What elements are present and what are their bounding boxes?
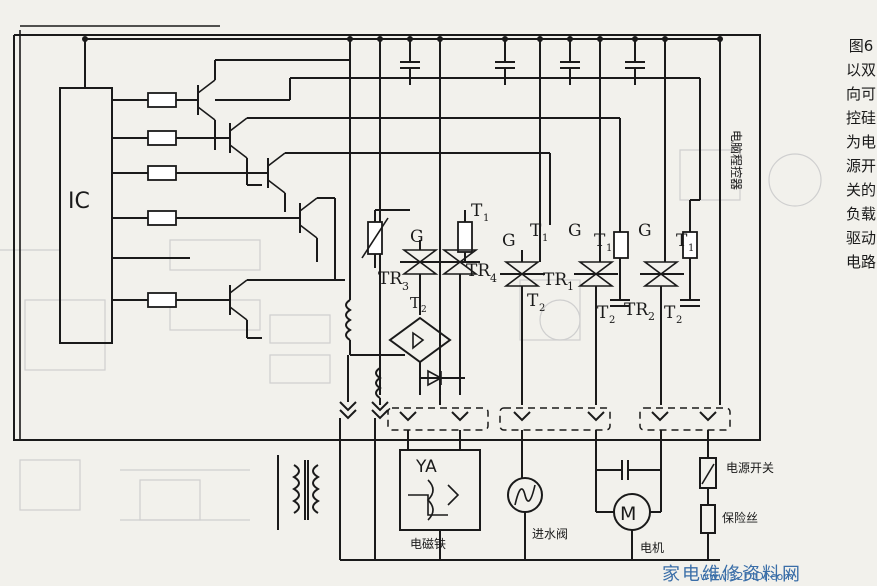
transistor-q4: [299, 197, 335, 262]
svg-text:1: 1: [606, 243, 612, 254]
ic-outputs: [112, 92, 300, 308]
solenoid-ya: YA 电磁铁: [399, 430, 481, 560]
svg-text:2: 2: [539, 303, 545, 314]
svg-text:3: 3: [402, 280, 409, 293]
svg-text:2: 2: [609, 315, 615, 326]
transistor-q3: [267, 152, 550, 212]
svg-text:1: 1: [688, 243, 694, 254]
tr2-label: TR: [624, 300, 649, 320]
component-labels: G T 1 TR 3 T 2 TR 4 G T 1 TR 1 T 2 G T 1…: [378, 201, 694, 326]
stage-rails: [439, 39, 721, 405]
t2-label-3: T: [597, 303, 609, 323]
triac-tr1-a: [500, 200, 551, 405]
svg-text:2: 2: [676, 315, 682, 326]
t2-label-1: T: [410, 294, 420, 312]
svg-text:1: 1: [542, 233, 548, 244]
motor: M 电机: [595, 430, 664, 560]
g-label-3: G: [568, 221, 582, 241]
svg-text:2: 2: [421, 305, 427, 315]
t1-label-2: T: [530, 221, 542, 241]
triac-tr3: [361, 209, 440, 315]
tr1-label-a: TR: [543, 270, 568, 290]
connector-row: [339, 355, 731, 431]
controller-frame: [13, 25, 761, 441]
power-switch-fuse: 电源开关 保险丝: [699, 430, 774, 560]
resistor: [147, 92, 177, 108]
svg-text:4: 4: [490, 272, 497, 285]
resistor: [147, 210, 177, 226]
g-label-4: G: [638, 221, 652, 241]
t2-label-4: T: [664, 303, 676, 323]
svg-text:1: 1: [483, 213, 489, 224]
svg-text:1: 1: [567, 280, 574, 293]
g-label-1: G: [410, 227, 424, 247]
g-label-2: G: [502, 231, 516, 251]
supply-rail: [82, 36, 723, 42]
t1-label-1: T: [471, 201, 483, 221]
ic-label: IC: [68, 189, 90, 214]
motor-symbol: M: [620, 503, 636, 525]
resistor: [147, 165, 177, 181]
motor-label: 电机: [640, 541, 664, 555]
resistor: [147, 292, 177, 308]
fuse-label: 保险丝: [722, 510, 758, 525]
t2-label-2: T: [527, 291, 539, 311]
watermark-brand: 家电维修资料网: [662, 564, 802, 585]
power-switch-label: 电源开关: [726, 461, 774, 475]
svg-text:电脑程控器: 电脑程控器: [729, 130, 744, 190]
tr4-label: TR: [466, 261, 491, 281]
transistor-q2: [229, 117, 620, 186]
relay-coil-1: [345, 299, 405, 405]
ic-chip: IC: [59, 39, 113, 344]
bridge-rectifier: [388, 316, 465, 395]
triac-tr1-b: [574, 200, 630, 405]
resistor: [147, 130, 177, 146]
figure-caption: 图6 以双向可控硅为电源开关的负载驱动电路: [846, 37, 877, 271]
svg-text:2: 2: [648, 310, 655, 323]
water-valve: 进水阀: [507, 430, 568, 560]
background-bleed: [0, 149, 822, 521]
t1-label-3: T: [594, 231, 606, 251]
transistor-q5: [229, 279, 345, 339]
control-lines: [289, 39, 700, 395]
ya-label: YA: [415, 457, 437, 477]
controller-label: 电脑程控器: [729, 130, 744, 190]
transistor-q1: [197, 59, 350, 150]
triac-tr4: [440, 210, 480, 395]
tr3-label: TR: [378, 269, 403, 289]
transformer: [277, 418, 376, 560]
valve-label: 进水阀: [532, 527, 568, 541]
watermark-url: www.52DIDI.com: [700, 570, 794, 583]
t1-label-4: T: [676, 231, 688, 251]
triac-tr2: [640, 199, 700, 405]
capacitors: [400, 39, 645, 85]
solenoid-label: 电磁铁: [410, 536, 446, 551]
